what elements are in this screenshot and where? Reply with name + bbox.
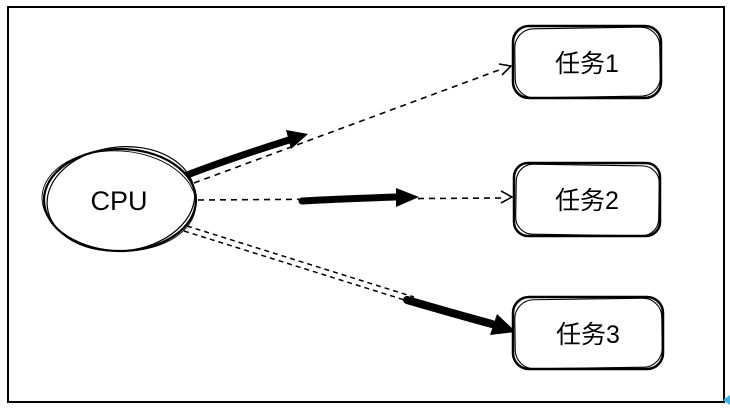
task1-box-sketch-stroke bbox=[514, 26, 661, 99]
edge-cpu-task3 bbox=[183, 225, 516, 335]
cpu-ellipse-sketch-stroke bbox=[46, 146, 196, 252]
edge-cpu-task1-bold-arrow-shaft bbox=[178, 136, 293, 181]
edge-cpu-task2-bold-arrowhead-icon bbox=[396, 188, 419, 207]
edge-cpu-task1 bbox=[178, 63, 513, 184]
edge-cpu-task2-bold-arrow-shaft bbox=[298, 193, 399, 205]
edge-cpu-task1-dashed-line bbox=[193, 69, 500, 184]
edge-cpu-task2-open-arrowhead-icon bbox=[500, 190, 514, 204]
task3-node: 任务3 bbox=[511, 295, 665, 371]
task1-box bbox=[511, 24, 663, 100]
task2-node: 任务2 bbox=[512, 161, 662, 238]
blue-edge-mark bbox=[723, 395, 730, 405]
edge-cpu-task1-open-arrowhead-icon bbox=[498, 63, 513, 76]
task2-box bbox=[512, 161, 662, 238]
edge-cpu-task3-dashed-line-upper bbox=[186, 225, 415, 298]
task3-label: 任务3 bbox=[556, 321, 620, 349]
cpu-ellipse-sketch-stroke2 bbox=[41, 150, 197, 252]
task2-label: 任务2 bbox=[555, 187, 619, 215]
task2-box-sketch-stroke bbox=[515, 163, 660, 237]
task3-box-sketch-stroke bbox=[514, 297, 663, 370]
edge-cpu-task2 bbox=[197, 188, 514, 207]
edge-cpu-task3-bold-arrowhead-icon bbox=[490, 314, 516, 335]
diagram-border bbox=[7, 6, 725, 403]
task1-label: 任务1 bbox=[555, 50, 619, 78]
edge-cpu-task3-bold-arrow-shaft bbox=[403, 296, 496, 328]
task1-node: 任务1 bbox=[511, 24, 663, 100]
edge-cpu-task1-bold-arrowhead-icon bbox=[286, 130, 308, 149]
edge-cpu-task3-dashed-line-lower bbox=[183, 230, 412, 303]
task3-box bbox=[511, 295, 665, 371]
cpu-node: CPU bbox=[41, 146, 198, 253]
cpu-label: CPU bbox=[90, 186, 147, 216]
